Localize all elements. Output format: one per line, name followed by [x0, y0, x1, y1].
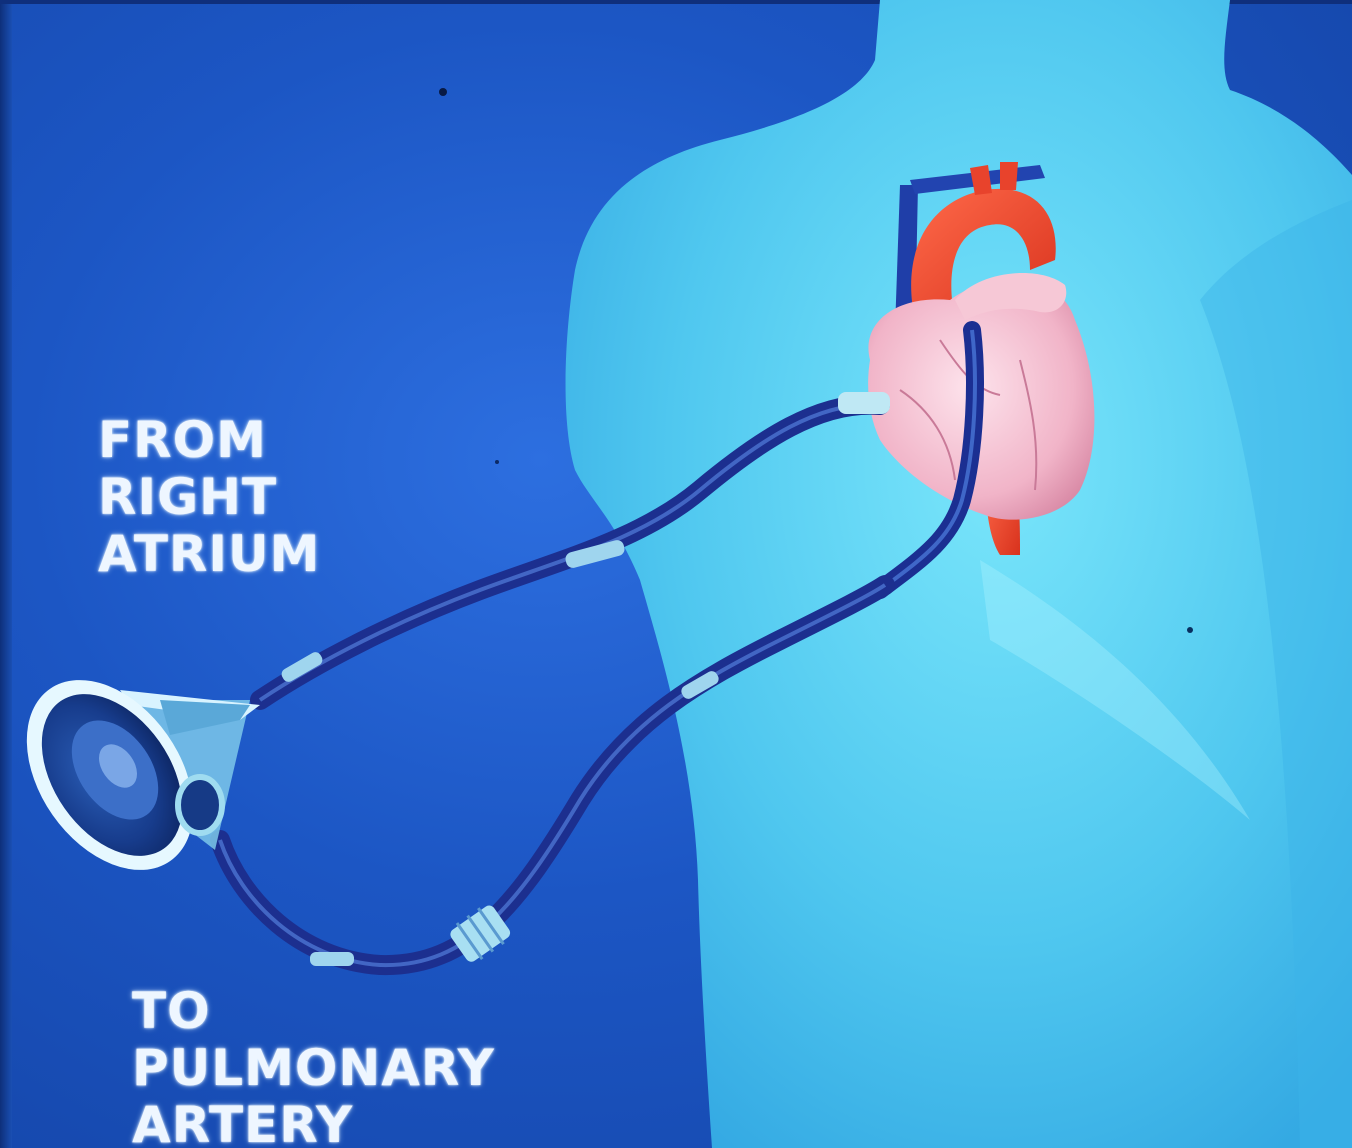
- label-from-line-2: RIGHT: [98, 469, 320, 526]
- connector-band-1: [838, 392, 890, 414]
- connector-band-4: [310, 952, 354, 966]
- film-speck-2: [1187, 627, 1193, 633]
- label-from-line-1: FROM: [98, 412, 320, 469]
- aortic-branch-2: [1000, 162, 1018, 190]
- label-from-line-3: ATRIUM: [98, 526, 320, 583]
- label-from-right-atrium: FROM RIGHT ATRIUM: [98, 412, 320, 583]
- label-to-line-3: ARTERY: [132, 1097, 495, 1148]
- film-speck-1: [439, 88, 447, 96]
- torso-silhouette: [566, 0, 1352, 1148]
- label-to-line-1: TO: [132, 983, 495, 1040]
- label-to-pulmonary-artery: TO PULMONARY ARTERY: [132, 983, 495, 1148]
- label-to-line-2: PULMONARY: [132, 1040, 495, 1097]
- film-speck-3: [495, 460, 499, 464]
